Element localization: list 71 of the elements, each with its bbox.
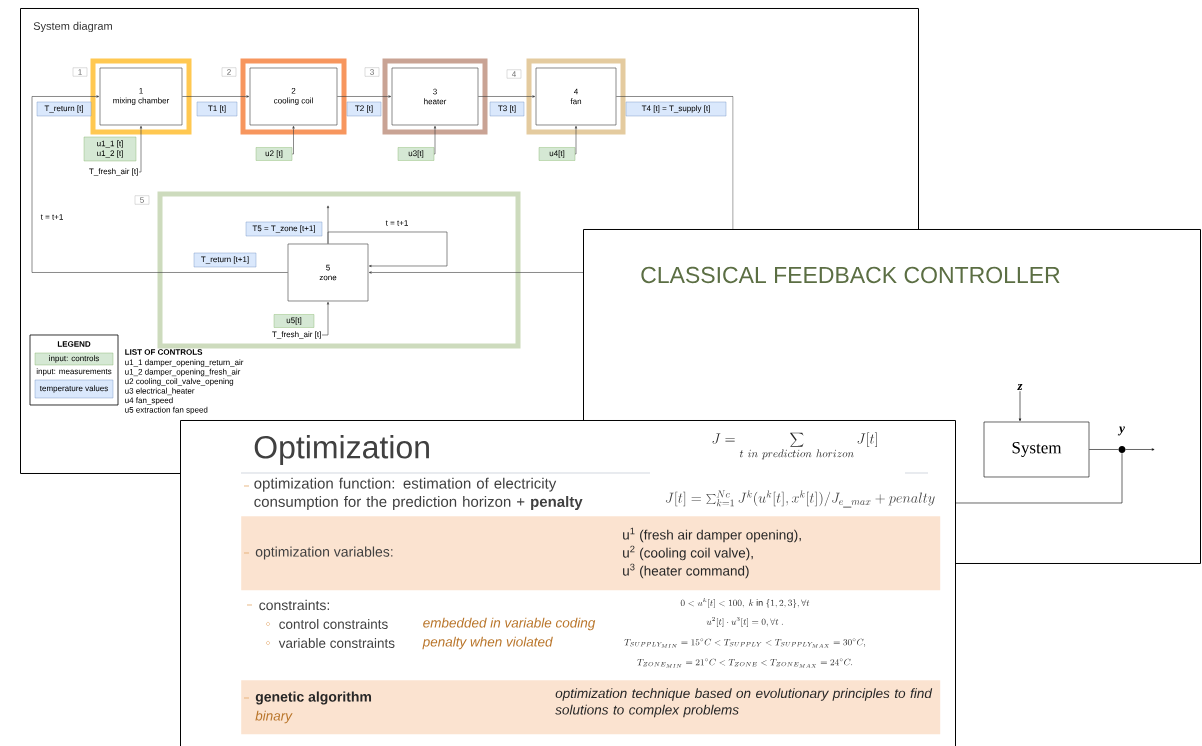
note-text: penalty when violated xyxy=(422,636,553,650)
arrow xyxy=(182,95,250,98)
list-item: u5 extraction fan speed xyxy=(125,406,208,415)
list-item: u1_1 damper_opening_return_air xyxy=(125,359,244,367)
arrow xyxy=(321,301,330,336)
input-text: T_fresh_air [t] xyxy=(89,168,138,176)
legend-title: LEGEND xyxy=(57,341,91,347)
list-item: u4 fan_speed xyxy=(125,397,173,405)
slide-title: Optimization xyxy=(254,435,429,465)
control-label: u4[t] xyxy=(538,147,576,161)
temperature-label: T_return [t] xyxy=(36,101,92,117)
number-tag: 1 xyxy=(72,67,88,77)
note-text: embedded in variable coding xyxy=(423,617,596,631)
formula: $J = \sum_{t\ in\ prediction\ horizon} J[t]$ xyxy=(712,432,877,460)
temperature-label: T_return [t+1] xyxy=(193,252,257,268)
bullet-text: control constraints xyxy=(279,619,388,629)
process-block: 4 fan xyxy=(535,67,617,126)
output-symbol: y xyxy=(1117,426,1125,436)
temperature-label: T3 [t] xyxy=(489,101,525,117)
process-block: 5 zone xyxy=(287,243,369,302)
arrow xyxy=(31,95,288,273)
slide-title: System diagram xyxy=(33,21,112,33)
process-block: 3 heater xyxy=(391,67,479,126)
control-label: u1_1 [t] u1_2 [t] xyxy=(83,136,137,162)
connector-line xyxy=(1089,449,1119,450)
arrow xyxy=(574,125,578,155)
control-label: u5[t] xyxy=(273,314,315,328)
arrow xyxy=(1125,448,1155,451)
band-text: u$^{1}$ (fresh air damper opening), xyxy=(623,527,801,543)
list-item: u1_2 damper_opening_fresh_air xyxy=(125,368,241,377)
bullet-text: variable constraints xyxy=(278,638,395,648)
arrow xyxy=(326,205,330,244)
number-tag: 2 xyxy=(221,67,237,77)
temperature-label: T1 [t] xyxy=(196,101,238,117)
band-text: u$^{3}$ (heater command) xyxy=(623,563,749,579)
slide-title: CLASSICAL FEEDBACK CONTROLLER xyxy=(641,266,1060,284)
control-label: u3[t] xyxy=(397,147,435,161)
control-label: u2 [t] xyxy=(255,147,293,161)
edge-label: t = t+1 xyxy=(384,219,410,227)
input-text: T_fresh_air [t] xyxy=(272,331,321,339)
arrow xyxy=(291,125,295,155)
input-symbol: z xyxy=(1017,384,1023,390)
temperature-label: T4 [t] = T_supply [t] xyxy=(625,101,727,117)
number-tag: 5 xyxy=(134,195,150,205)
connector-line xyxy=(955,452,1123,504)
edge-label: t = t+1 xyxy=(39,213,65,221)
number-tag: 4 xyxy=(506,69,522,79)
system-block: System xyxy=(983,421,1090,478)
band-text: genetic algorithm xyxy=(255,691,372,705)
band-text: optimization variables: xyxy=(255,546,393,560)
temperature-label: T2 [t] xyxy=(346,101,382,117)
arrow xyxy=(327,231,448,268)
arrow xyxy=(478,95,536,98)
list-heading: LIST OF CONTROLS xyxy=(125,349,203,355)
formula: $T_{ZONE_{MIN}} = 21^{\circ}C < T_{ZONE} < T_{ZONE_{MAX}} = 24^{\circ}C.$ xyxy=(637,658,853,668)
temperature-label: T5 = T_zone [t+1] xyxy=(245,221,323,237)
formula: $u^2[t] \cdot u^3[t] = 0, \forall t\ .$ xyxy=(706,616,783,627)
arrow xyxy=(337,95,392,98)
list-item: u2 cooling_coil_valve_opening xyxy=(125,378,234,386)
legend-text: input: measurements xyxy=(36,368,112,376)
band-text: optimization technique based on evolutionary principles to find solutions to complex problems xyxy=(555,688,933,718)
formula: $T_{SUPPLY_{MIN}} = 15^{\circ}C < T_{SUPPLY} < T_{SUPPLY_{MAX}} = 30^{\circ}C,$ xyxy=(624,638,866,648)
process-block: 2 cooling coil xyxy=(249,67,338,126)
band-text: binary xyxy=(255,710,293,724)
arrow xyxy=(138,125,143,173)
arrow xyxy=(433,125,437,155)
band-text: u$^{2}$ (cooling coil valve), xyxy=(623,545,753,561)
list-item: u3 electrical_heater xyxy=(125,387,195,396)
number-tag: 3 xyxy=(364,67,380,77)
process-block: 1 mixing chamber xyxy=(99,67,183,126)
arrow xyxy=(1018,390,1022,422)
